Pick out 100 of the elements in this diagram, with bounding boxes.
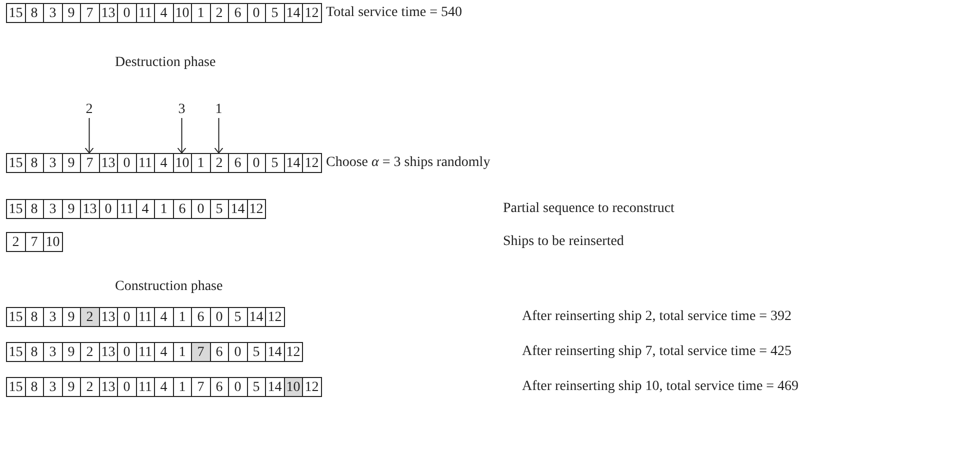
ship-number-cell: 6 xyxy=(172,199,192,219)
ship-number-cell: 4 xyxy=(154,3,174,23)
ship-number-cell: 8 xyxy=(24,377,44,397)
ship-number-cell: 15 xyxy=(6,307,26,327)
step-note: Choose α = 3 ships randomly xyxy=(326,154,490,172)
ship-number-cell: 1 xyxy=(172,307,192,327)
position-number: 3 xyxy=(172,102,192,118)
ship-number-cell: 4 xyxy=(154,342,174,362)
ship-number-cell: 0 xyxy=(228,377,248,397)
ship-number-cell: 12 xyxy=(302,153,322,173)
ship-number-cell: 12 xyxy=(302,3,322,23)
ship-number-cell: 0 xyxy=(117,153,136,173)
ship-number-cell: 0 xyxy=(228,342,248,362)
ship-number-cell: 1 xyxy=(191,3,210,23)
ship-number-cell: 9 xyxy=(62,342,81,362)
ship-number-cell: 3 xyxy=(43,199,62,219)
ship-number-cell: 8 xyxy=(24,3,44,23)
ship-number-cell: 5 xyxy=(265,3,284,23)
ship-number-cell: 0 xyxy=(246,153,266,173)
ship-number-cell: 11 xyxy=(136,377,155,397)
ship-number-cell: 7 xyxy=(191,342,210,362)
step-note: Partial sequence to reconstruct xyxy=(503,200,674,218)
total-time-note: Total service time = 540 xyxy=(326,4,462,22)
ship-number-cell: 2 xyxy=(210,3,229,23)
ship-number-cell: 3 xyxy=(43,307,62,327)
position-number: 1 xyxy=(208,102,229,118)
ship-number-cell: 6 xyxy=(228,3,248,23)
ship-number-cell: 6 xyxy=(210,377,229,397)
ship-number-cell: 4 xyxy=(136,199,155,219)
ship-number-cell: 13 xyxy=(98,342,118,362)
ship-number-cell: 0 xyxy=(191,199,210,219)
ship-number-cell: 0 xyxy=(117,342,136,362)
ship-number-cell: 7 xyxy=(80,3,100,23)
ship-number-cell: 8 xyxy=(24,199,44,219)
ship-number-cell: 1 xyxy=(191,153,210,173)
ship-number-cell: 15 xyxy=(6,377,26,397)
ship-number-cell: 5 xyxy=(246,342,266,362)
ship-number-cell: 14 xyxy=(284,153,303,173)
ship-number-cell: 1 xyxy=(172,377,192,397)
ship-number-cell: 3 xyxy=(43,342,62,362)
ship-number-cell: 6 xyxy=(228,153,248,173)
ship-number-cell: 9 xyxy=(62,153,81,173)
ship-number-cell: 11 xyxy=(136,3,155,23)
ship-number-cell: 12 xyxy=(302,377,322,397)
ship-number-cell: 3 xyxy=(43,377,62,397)
step-note: Ships to be reinserted xyxy=(503,233,624,251)
ship-number-cell: 5 xyxy=(228,307,248,327)
ship-number-cell: 15 xyxy=(6,153,26,173)
ship-number-cell: 8 xyxy=(24,342,44,362)
ship-number-cell: 1 xyxy=(154,199,174,219)
ship-number-cell: 12 xyxy=(265,307,284,327)
ship-number-cell: 12 xyxy=(284,342,303,362)
ship-number-cell: 3 xyxy=(43,153,62,173)
ship-number-cell: 9 xyxy=(62,3,81,23)
ship-number-cell: 10 xyxy=(172,153,192,173)
ship-number-cell: 15 xyxy=(6,3,26,23)
ship-number-cell: 2 xyxy=(6,232,26,252)
ship-number-cell: 2 xyxy=(80,342,100,362)
ship-number-cell: 4 xyxy=(154,377,174,397)
ship-number-cell: 8 xyxy=(24,307,44,327)
ship-number-cell: 4 xyxy=(154,153,174,173)
ship-number-cell: 0 xyxy=(117,377,136,397)
ship-number-cell: 11 xyxy=(136,307,155,327)
position-number: 2 xyxy=(79,102,100,118)
ship-number-cell: 13 xyxy=(98,377,118,397)
ship-number-cell: 10 xyxy=(43,232,62,252)
ship-number-cell: 0 xyxy=(246,3,266,23)
ship-number-cell: 13 xyxy=(80,199,100,219)
ship-number-cell: 5 xyxy=(265,153,284,173)
ship-number-cell: 13 xyxy=(98,153,118,173)
ship-number-cell: 6 xyxy=(210,342,229,362)
ship-number-cell: 5 xyxy=(210,199,229,219)
ship-number-cell: 4 xyxy=(154,307,174,327)
ship-number-cell: 14 xyxy=(228,199,248,219)
step-note: After reinserting ship 10, total service time = 469 xyxy=(522,378,799,396)
ship-number-cell: 5 xyxy=(246,377,266,397)
ship-number-cell: 7 xyxy=(24,232,44,252)
ship-number-cell: 7 xyxy=(191,377,210,397)
ship-number-cell: 9 xyxy=(62,377,81,397)
ship-number-cell: 13 xyxy=(98,307,118,327)
ship-number-cell: 6 xyxy=(191,307,210,327)
ship-number-cell: 11 xyxy=(117,199,136,219)
ship-number-cell: 0 xyxy=(117,307,136,327)
ship-number-cell: 0 xyxy=(98,199,118,219)
ship-number-cell: 15 xyxy=(6,199,26,219)
arrow xyxy=(177,118,186,154)
ship-number-cell: 12 xyxy=(246,199,266,219)
phase-heading: Destruction phase xyxy=(115,54,216,72)
ship-number-cell: 7 xyxy=(80,153,100,173)
ship-number-cell: 10 xyxy=(172,3,192,23)
phase-heading: Construction phase xyxy=(115,278,223,296)
arrow xyxy=(84,118,94,154)
ship-number-cell: 11 xyxy=(136,153,155,173)
ship-number-cell: 0 xyxy=(117,3,136,23)
ship-number-cell: 10 xyxy=(284,377,303,397)
ship-number-cell: 8 xyxy=(24,153,44,173)
ship-number-cell: 2 xyxy=(80,307,100,327)
ship-number-cell: 9 xyxy=(62,199,81,219)
step-note: After reinserting ship 2, total service time = 392 xyxy=(522,308,792,326)
ship-number-cell: 3 xyxy=(43,3,62,23)
